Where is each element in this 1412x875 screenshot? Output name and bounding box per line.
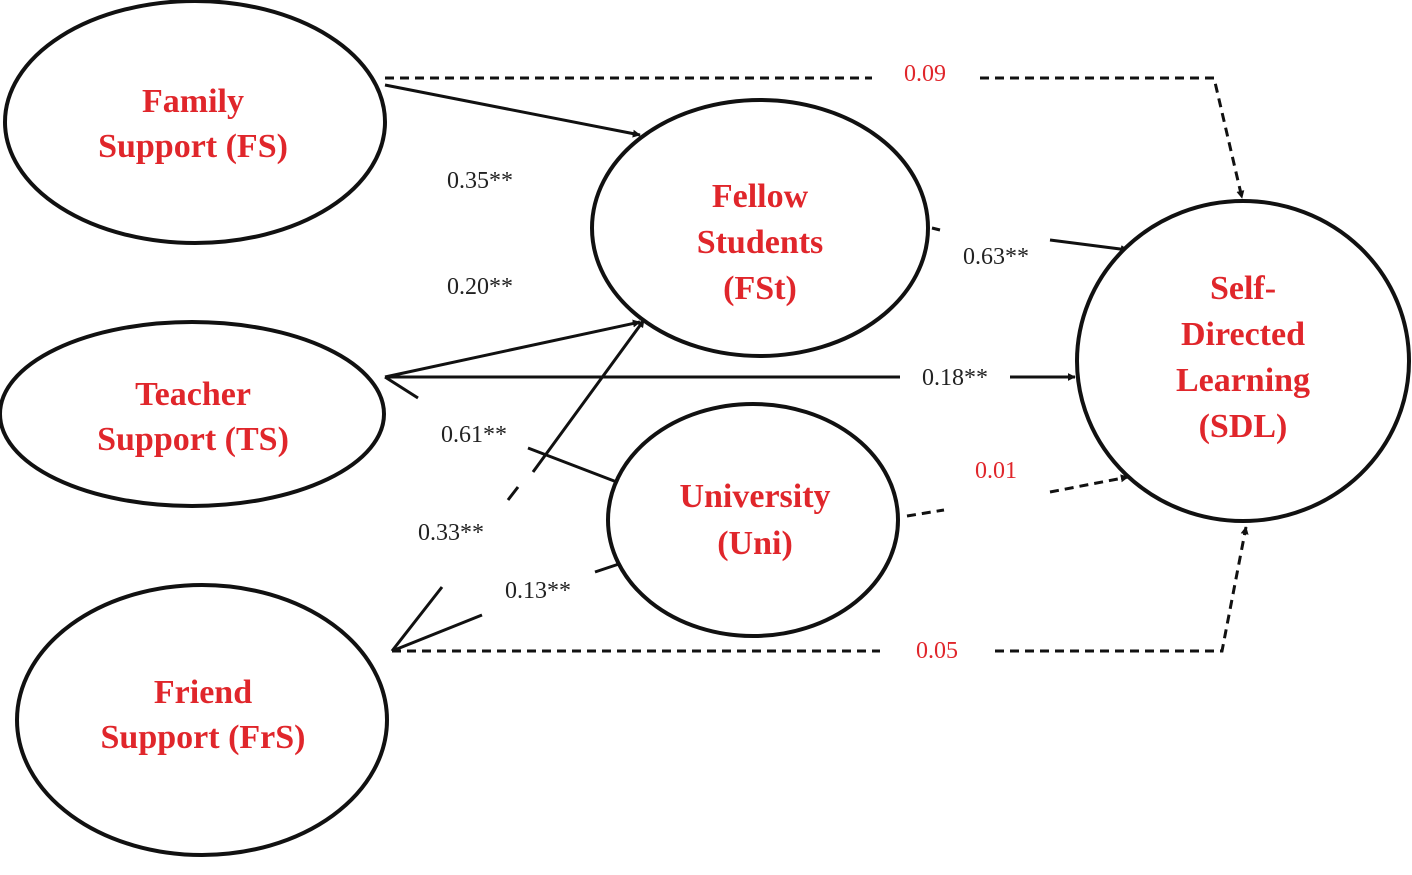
coef-ts-uni: 0.61** [441, 422, 507, 448]
node-label: Students [697, 224, 824, 261]
edge-ts-fst [384, 319, 641, 379]
edge-frs-sdl [392, 527, 1246, 653]
node-family-support: Family Support (FS) [3, 0, 387, 245]
coef-fs-sdl: 0.09 [904, 61, 946, 87]
edge-fs-sdl [385, 76, 1242, 198]
node-label: Family [142, 83, 244, 120]
node-label: Directed [1181, 316, 1305, 353]
coef-uni-sdl: 0.01 [975, 458, 1017, 484]
node-label: (FSt) [723, 270, 797, 307]
coef-fs-fst: 0.35** [447, 168, 513, 194]
node-label: Support (FS) [98, 128, 288, 165]
node-label: Support (FrS) [101, 719, 306, 756]
edge-fs-fst [384, 83, 641, 138]
node-self-directed-learning: Self- Directed Learning (SDL) [1075, 199, 1411, 523]
node-label: (SDL) [1199, 408, 1288, 445]
edge-frs-fst [390, 320, 644, 652]
node-university: University (Uni) [606, 402, 900, 638]
node-label: Learning [1176, 362, 1310, 399]
edge-fst-sdl [931, 226, 1128, 250]
node-label: Support (TS) [97, 421, 289, 458]
node-fellow-students: Fellow Students (FSt) [590, 98, 930, 358]
coef-fst-sdl: 0.63** [963, 244, 1029, 270]
node-label: Friend [154, 674, 252, 711]
node-label: (Uni) [717, 525, 793, 562]
coef-ts-fst: 0.20** [447, 274, 513, 300]
node-friend-support: Friend Support (FrS) [15, 583, 389, 857]
node-teacher-support: Teacher Support (TS) [0, 320, 386, 508]
node-label: Teacher [135, 376, 251, 413]
node-label: Fellow [712, 178, 809, 215]
coef-frs-fst: 0.33** [418, 520, 484, 546]
node-label: University [679, 478, 830, 515]
coef-ts-sdl: 0.18** [922, 365, 988, 391]
coef-frs-sdl: 0.05 [916, 638, 958, 664]
edge-uni-sdl [906, 477, 1128, 518]
edge-ts-uni [384, 375, 622, 484]
node-label: Self- [1210, 270, 1276, 307]
coef-frs-uni: 0.13** [505, 578, 571, 604]
